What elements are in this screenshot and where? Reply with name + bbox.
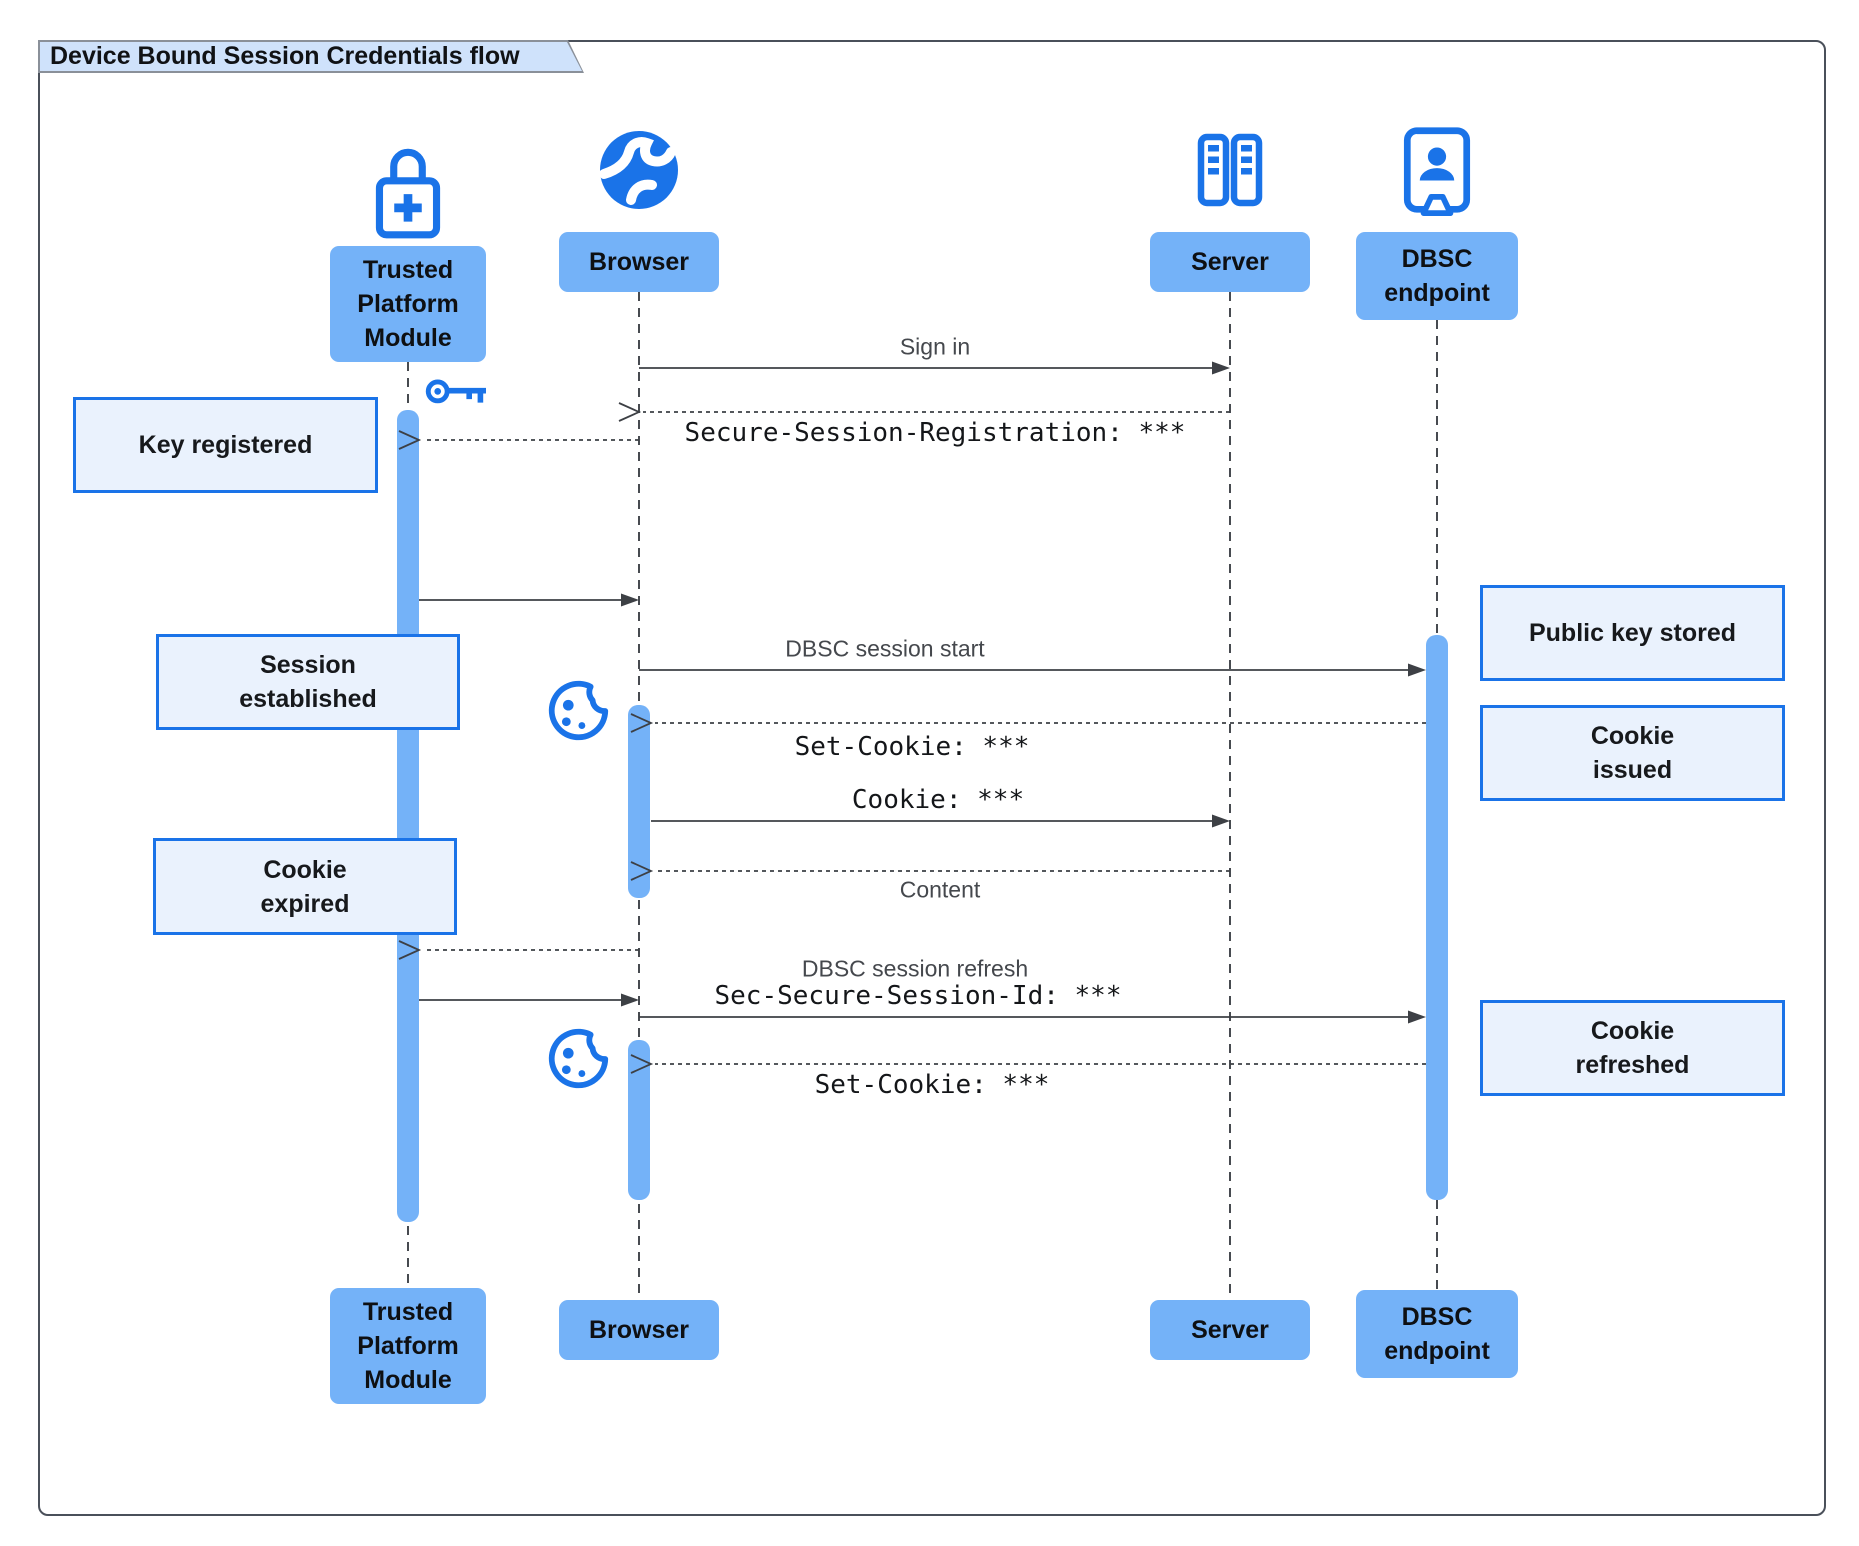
note-text-line: issued [1592, 756, 1673, 784]
note-key-registered: Key registered [73, 397, 378, 493]
message-label-set-cookie-1: Set-Cookie: *** [794, 732, 1030, 762]
actor-label-line: Platform [357, 1332, 459, 1360]
cookie-icon-1 [543, 676, 613, 746]
actor-bottom-server: Server [1150, 1300, 1310, 1360]
actor-label-line: DBSC [1401, 1303, 1473, 1331]
arrowhead-filled-dbsc-session-start [1408, 663, 1426, 677]
cookie-icon-2 [543, 1024, 613, 1094]
message-label-secure-session-registration: Secure-Session-Registration: *** [684, 418, 1186, 448]
message-label-dbsc-session-start: DBSC session start [785, 635, 985, 662]
actor-label-line: DBSC [1401, 245, 1473, 273]
message-set-cookie-1 [630, 713, 1426, 733]
arrowhead-filled-tpm-to-browser-refresh [621, 993, 639, 1007]
dbsc-activation [1426, 635, 1448, 1200]
actor-top-browser: Browser [559, 232, 719, 292]
diagram-title: Device Bound Session Credentials flow [50, 42, 520, 70]
note-text-line: Public key stored [1528, 619, 1737, 647]
browser-activation-2 [628, 1040, 650, 1200]
actor-label-line: Trusted [362, 256, 454, 284]
message-browser-to-tpm-refresh [398, 940, 639, 960]
message-label-set-cookie-2: Set-Cookie: *** [814, 1070, 1050, 1100]
message-browser-to-tpm-register [398, 430, 639, 450]
message-label-dbsc-session-refresh-2: Sec-Secure-Session-Id: *** [714, 981, 1122, 1011]
message-tpm-to-browser-refresh [419, 993, 639, 1007]
arrowhead-open-secure-session-registration [618, 402, 642, 422]
message-label-cookie-request: Cookie: *** [851, 785, 1025, 815]
note-cookie-refreshed: Cookie refreshed [1480, 1000, 1785, 1096]
note-text-line: Cookie [263, 855, 347, 884]
arrowhead-open-browser-to-tpm-refresh [398, 940, 422, 960]
arrowhead-open-browser-to-tpm-register [398, 430, 422, 450]
arrowhead-filled-sign-in [1212, 361, 1230, 375]
note-text-line: Cookie [1590, 1017, 1675, 1045]
diagram-frame [38, 40, 1826, 1516]
lock-plus-icon [369, 136, 447, 242]
diagram-title-tab: Device Bound Session Credentials flow [38, 40, 584, 73]
message-label-dbsc-session-refresh-1: DBSC session refresh [801, 955, 1029, 982]
arrowhead-open-set-cookie-2 [630, 1054, 654, 1074]
actor-label-line: Module [364, 324, 452, 352]
note-text-line: expired [260, 889, 350, 918]
actor-label-line: endpoint [1384, 279, 1490, 307]
message-secure-session-registration [618, 402, 1230, 422]
actor-top-server: Server [1150, 232, 1310, 292]
globe-icon [597, 128, 681, 212]
tpm-activation [397, 410, 419, 1222]
message-dbsc-session-start [639, 663, 1426, 677]
actor-label-line: Browser [588, 1316, 690, 1344]
actor-label-line: Browser [588, 248, 690, 276]
actor-label-line: Server [1191, 1316, 1269, 1344]
actor-bottom-dbsc: DBSC endpoint [1356, 1290, 1518, 1378]
message-label-content-response: Content [899, 876, 981, 903]
actor-label-line: Trusted [362, 1298, 454, 1326]
actor-label-line: Module [364, 1366, 452, 1394]
actor-label-line: Platform [357, 290, 459, 318]
server-rack-icon [1188, 128, 1272, 212]
message-tpm-to-browser-key [419, 593, 639, 607]
note-session-established: Session established [156, 634, 460, 730]
message-dbsc-session-refresh [639, 1010, 1426, 1024]
message-cookie-request [651, 814, 1230, 828]
message-set-cookie-2 [630, 1054, 1426, 1074]
actor-top-dbsc: DBSC endpoint [1356, 232, 1518, 320]
actor-label-line: endpoint [1384, 1337, 1490, 1365]
arrowhead-filled-tpm-to-browser-key [621, 593, 639, 607]
note-cookie-issued: Cookie issued [1480, 705, 1785, 801]
note-text-line: established [239, 685, 377, 713]
arrowhead-filled-dbsc-session-refresh [1408, 1010, 1426, 1024]
arrowhead-open-content-response [630, 861, 654, 881]
endpoint-kiosk-icon [1395, 124, 1479, 216]
diagram-title-tab-fill: Device Bound Session Credentials flow [40, 42, 582, 71]
actor-label-line: Server [1191, 248, 1269, 276]
actor-bottom-browser: Browser [559, 1300, 719, 1360]
message-label-sign-in: Sign in [899, 333, 971, 360]
browser-activation-1 [628, 705, 650, 898]
note-public-key-stored: Public key stored [1480, 585, 1785, 681]
note-cookie-expired: Cookie expired [153, 838, 457, 935]
note-text-line: refreshed [1575, 1051, 1690, 1079]
key-icon [423, 364, 493, 416]
note-text-line: Key registered [138, 431, 313, 459]
message-sign-in [639, 361, 1230, 375]
message-content-response [630, 861, 1230, 881]
note-text-line: Session [260, 651, 356, 679]
arrowhead-filled-cookie-request [1212, 814, 1230, 828]
note-text-line: Cookie [1590, 722, 1675, 750]
arrowhead-open-set-cookie-1 [630, 713, 654, 733]
